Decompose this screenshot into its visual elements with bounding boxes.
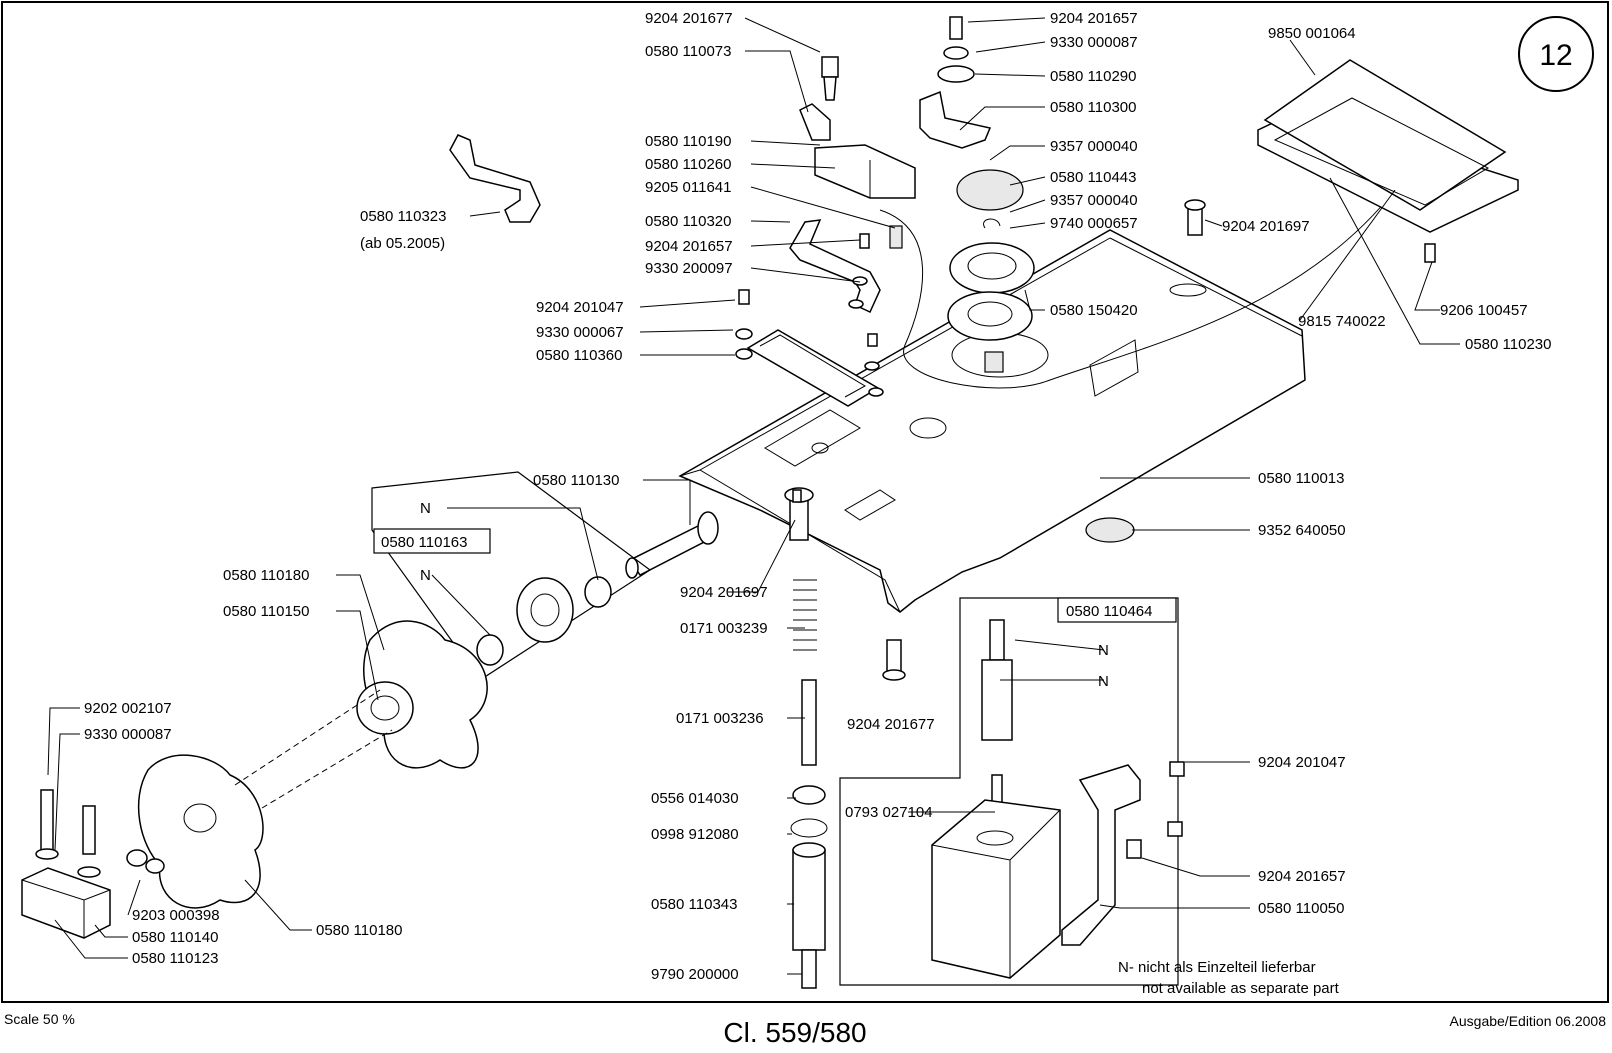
part-label: 0580 110230	[1465, 336, 1551, 353]
part-label: 9357 000040	[1050, 192, 1138, 209]
part-label: 9850 001064	[1268, 25, 1356, 42]
part-label: 0580 110320	[645, 213, 731, 230]
part-label: 0580 110073	[645, 43, 731, 60]
drawing-frame	[1, 1, 1609, 1003]
part-label: 0580 110180	[316, 922, 402, 939]
part-label: 0171 003236	[676, 710, 764, 727]
part-label: 9357 000040	[1050, 138, 1138, 155]
part-label: 9204 201047	[536, 299, 624, 316]
part-label: 0580 110360	[536, 347, 622, 364]
label-box-0580-110163	[373, 528, 491, 554]
part-label: 0580 110150	[223, 603, 309, 620]
part-label: 0580 110050	[1258, 900, 1344, 917]
part-label: 0580 110300	[1050, 99, 1136, 116]
exploded-view-drawing	[21, 16, 1519, 989]
part-label: 9815 740022	[1298, 313, 1386, 330]
part-label: 0580 110180	[223, 567, 309, 584]
part-label: 9204 201047	[1258, 754, 1346, 771]
part-label: 0580 110140	[132, 929, 218, 946]
page-number: 12	[1539, 39, 1572, 72]
scale-label: Scale 50 %	[4, 1011, 75, 1027]
part-label: 9203 000398	[132, 907, 220, 924]
part-label: 0580 110123	[132, 950, 218, 967]
model-label: Cl. 559/580	[723, 1017, 866, 1048]
part-label: N	[1098, 673, 1109, 690]
part-labels: 9204 201677 0580 110073 9204 201657 9330…	[84, 10, 1551, 983]
part-label: 0171 003239	[680, 620, 768, 637]
part-label: 9202 002107	[84, 700, 172, 717]
part-label: N	[420, 567, 431, 584]
part-label: 0580 110260	[645, 156, 731, 173]
part-label: 0580 150420	[1050, 302, 1138, 319]
edition-label: Ausgabe/Edition 06.2008	[1450, 1013, 1607, 1029]
part-label: 9206 100457	[1440, 302, 1528, 319]
part-label: 9330 000067	[536, 324, 624, 341]
part-label: 0580 110323	[360, 208, 446, 225]
part-label: 0580 110443	[1050, 169, 1136, 186]
part-label: 9204 201697	[1222, 218, 1310, 235]
part-label: (ab 05.2005)	[360, 235, 445, 252]
part-label: 0580 110163	[381, 534, 467, 551]
part-label: 0580 110464	[1066, 603, 1152, 620]
part-label: 0793 027104	[845, 804, 933, 821]
part-label: 9204 201657	[645, 238, 733, 255]
note-line-2: not available as separate part	[1142, 980, 1340, 997]
part-label: 9330 000087	[1050, 34, 1138, 51]
part-label: 9204 201677	[847, 716, 935, 733]
part-label: 9204 201677	[645, 10, 733, 27]
part-label: 9204 201697	[680, 584, 768, 601]
part-label: 9330 200097	[645, 260, 733, 277]
page-number-circle	[1518, 16, 1594, 92]
part-label: 0580 110290	[1050, 68, 1136, 85]
note-line-1: N- nicht als Einzelteil lieferbar	[1118, 959, 1316, 976]
part-label: 9204 201657	[1050, 10, 1138, 27]
part-label: 0580 110190	[645, 133, 731, 150]
part-label: 0556 014030	[651, 790, 739, 807]
part-label: 9790 200000	[651, 966, 739, 983]
part-label: 0580 110130	[533, 472, 619, 489]
part-label: 9204 201657	[1258, 868, 1346, 885]
part-label: 0580 110013	[1258, 470, 1344, 487]
part-label: 9740 000657	[1050, 215, 1138, 232]
part-label: 9330 000087	[84, 726, 172, 743]
label-box-0580-110464	[1057, 597, 1177, 623]
part-label: 0580 110343	[651, 896, 737, 913]
part-label: 9205 011641	[645, 179, 731, 196]
leader-lines	[47, 17, 1460, 975]
part-label: 0998 912080	[651, 826, 739, 843]
part-label: N	[420, 500, 431, 517]
part-label: 9352 640050	[1258, 522, 1346, 539]
part-label: N	[1098, 642, 1109, 659]
